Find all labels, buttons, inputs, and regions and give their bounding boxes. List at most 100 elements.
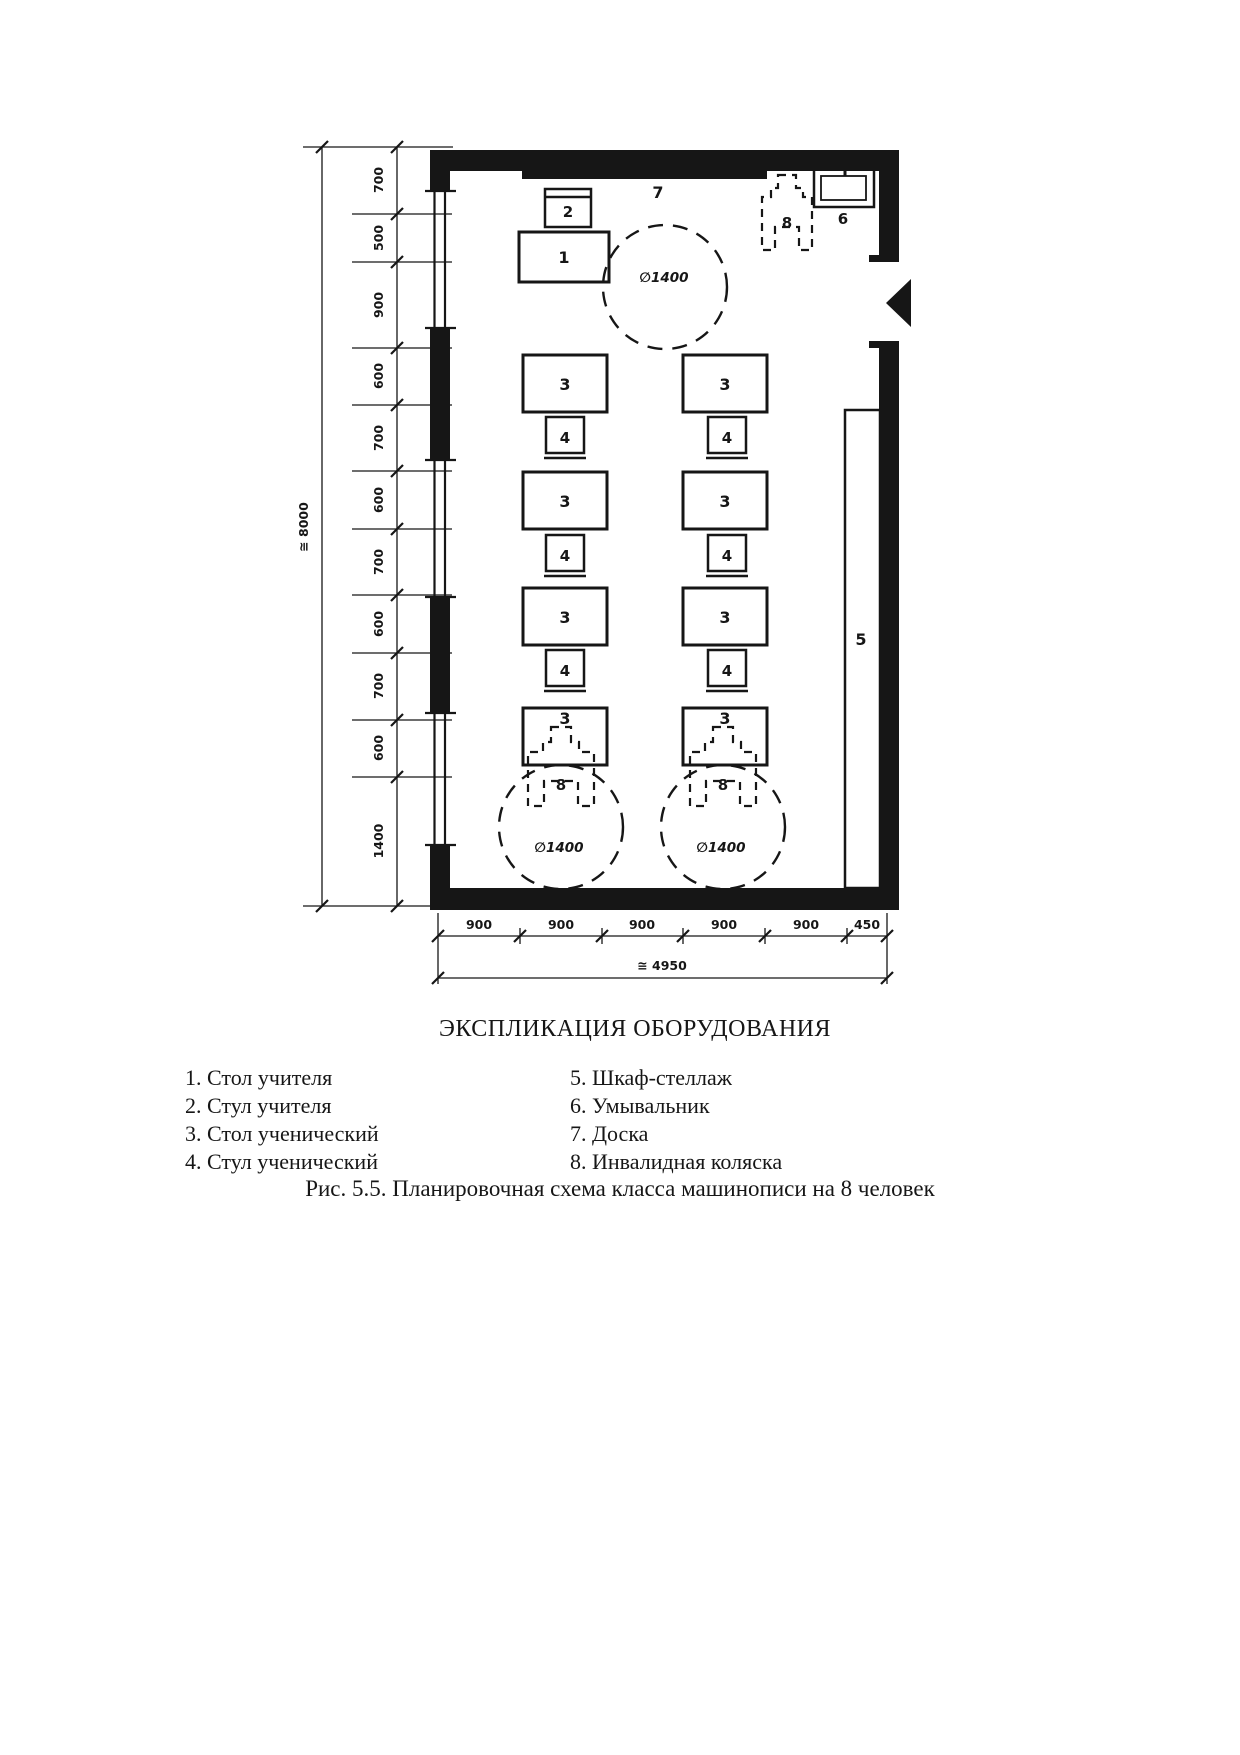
wall-pier (430, 845, 450, 910)
dimension-chain-bottom (437, 913, 888, 984)
shelf-label: 5 (855, 630, 866, 649)
legend-item: 7. Доска (570, 1121, 649, 1146)
dim-label: 900 (548, 917, 574, 932)
dimension-ticks-left (314, 139, 405, 914)
wall-top (430, 150, 899, 171)
dim-label: 600 (371, 735, 386, 761)
turning-circle (497, 763, 625, 891)
turning-circle-label: ∅1400 (534, 840, 583, 856)
wall-pier (430, 328, 450, 460)
dim-label: 600 (371, 611, 386, 637)
student-chair (706, 648, 748, 688)
legend-item: 5. Шкаф-стеллаж (570, 1065, 732, 1090)
teacher-chair-label: 2 (563, 203, 573, 221)
door-leaf (886, 279, 911, 327)
turning-circle (601, 223, 729, 351)
wall-pier (430, 597, 450, 713)
wheelchair-label: 8 (556, 776, 566, 794)
dim-label: 600 (371, 363, 386, 389)
dim-label: 900 (793, 917, 819, 932)
svg-text:3: 3 (559, 375, 570, 394)
board (522, 171, 767, 179)
student-chairs (544, 415, 748, 693)
svg-text:3: 3 (719, 608, 730, 627)
legend-item: 8. Инвалидная коляска (570, 1149, 783, 1174)
teacher-chair (543, 187, 593, 229)
dim-label: 900 (629, 917, 655, 932)
wall-right-lower (879, 341, 899, 910)
dim-label: 1400 (371, 823, 386, 858)
walls (430, 150, 911, 910)
dim-label: 450 (854, 917, 880, 932)
teacher-desk (517, 230, 611, 284)
student-desk (681, 586, 769, 647)
student-chair (706, 533, 748, 573)
legend-title: ЭКСПЛИКАЦИЯ ОБОРУДОВАНИЯ (438, 1016, 831, 1042)
board-label: 7 (652, 183, 663, 202)
dimension-labels-bottom: 900 900 900 900 900 450 ≅ 4950 (466, 917, 880, 973)
student-chair (544, 648, 586, 688)
svg-text:4: 4 (560, 547, 570, 565)
dim-label: 700 (371, 549, 386, 575)
wheelchair-label: 8 (782, 214, 792, 232)
wheelchair-symbol (526, 725, 596, 808)
dim-label: 900 (711, 917, 737, 932)
shelf-cabinet (843, 408, 882, 890)
teacher-desk-label: 1 (558, 248, 569, 267)
student-chair (544, 415, 586, 455)
svg-text:4: 4 (560, 662, 570, 680)
figure-caption: Рис. 5.5. Планировочная схема класса маш… (305, 1176, 935, 1201)
svg-text:3: 3 (559, 492, 570, 511)
svg-text:4: 4 (560, 429, 570, 447)
student-desk-labels: 3 3 3 3 3 3 3 3 (559, 375, 730, 728)
svg-text:3: 3 (559, 709, 570, 728)
svg-text:4: 4 (722, 429, 732, 447)
turning-circle-label: ∅1400 (639, 270, 688, 286)
legend-column-right: 5. Шкаф-стеллаж 6. Умывальник 7. Доска 8… (570, 1064, 782, 1176)
dimension-labels-left: 700 500 900 600 700 600 700 600 700 600 … (296, 167, 386, 859)
windows-left-wall (425, 189, 456, 847)
student-chair-labels: 4 4 4 4 4 4 (560, 429, 732, 680)
student-chair (544, 533, 586, 573)
student-desk (521, 470, 609, 531)
student-desk (681, 353, 769, 414)
door-jamb-lower (869, 341, 899, 348)
svg-text:3: 3 (719, 375, 730, 394)
student-desk (521, 353, 609, 414)
dim-label: 900 (371, 292, 386, 318)
dimension-chain-left (303, 146, 453, 907)
wheelchair-symbol (760, 173, 814, 252)
dim-label: 700 (371, 167, 386, 193)
door-jamb-upper (869, 255, 899, 262)
wall-bottom (430, 888, 899, 910)
student-desk (521, 586, 609, 647)
washbasin (812, 162, 876, 209)
svg-text:3: 3 (559, 608, 570, 627)
turning-circle (659, 763, 787, 891)
wheelchair-label: 8 (718, 776, 728, 794)
wall-right-upper (879, 150, 899, 262)
dimension-ticks-bottom (430, 928, 895, 986)
student-desks (521, 353, 769, 767)
turning-circle-label: ∅1400 (696, 840, 745, 856)
student-desk (681, 470, 769, 531)
svg-text:4: 4 (722, 547, 732, 565)
dim-label: 900 (466, 917, 492, 932)
legend-item: 1. Стол учителя (185, 1065, 333, 1090)
dim-label: 600 (371, 487, 386, 513)
washbasin-label: 6 (838, 210, 848, 228)
legend-item: 4. Стул ученический (185, 1149, 378, 1174)
svg-text:4: 4 (722, 662, 732, 680)
dim-label: 500 (371, 225, 386, 251)
dim-overall-bottom: ≅ 4950 (637, 958, 687, 973)
student-desk (681, 706, 769, 767)
dim-label: 700 (371, 673, 386, 699)
dim-overall-left: ≅ 8000 (296, 502, 311, 552)
legend-item: 2. Стул учителя (185, 1093, 332, 1118)
legend-item: 6. Умывальник (570, 1093, 710, 1118)
legend-column-left: 1. Стол учителя 2. Стул учителя 3. Стол … (185, 1064, 379, 1176)
legend-item: 3. Стол ученический (185, 1121, 379, 1146)
wheelchair-symbol (688, 725, 758, 808)
svg-text:3: 3 (719, 492, 730, 511)
